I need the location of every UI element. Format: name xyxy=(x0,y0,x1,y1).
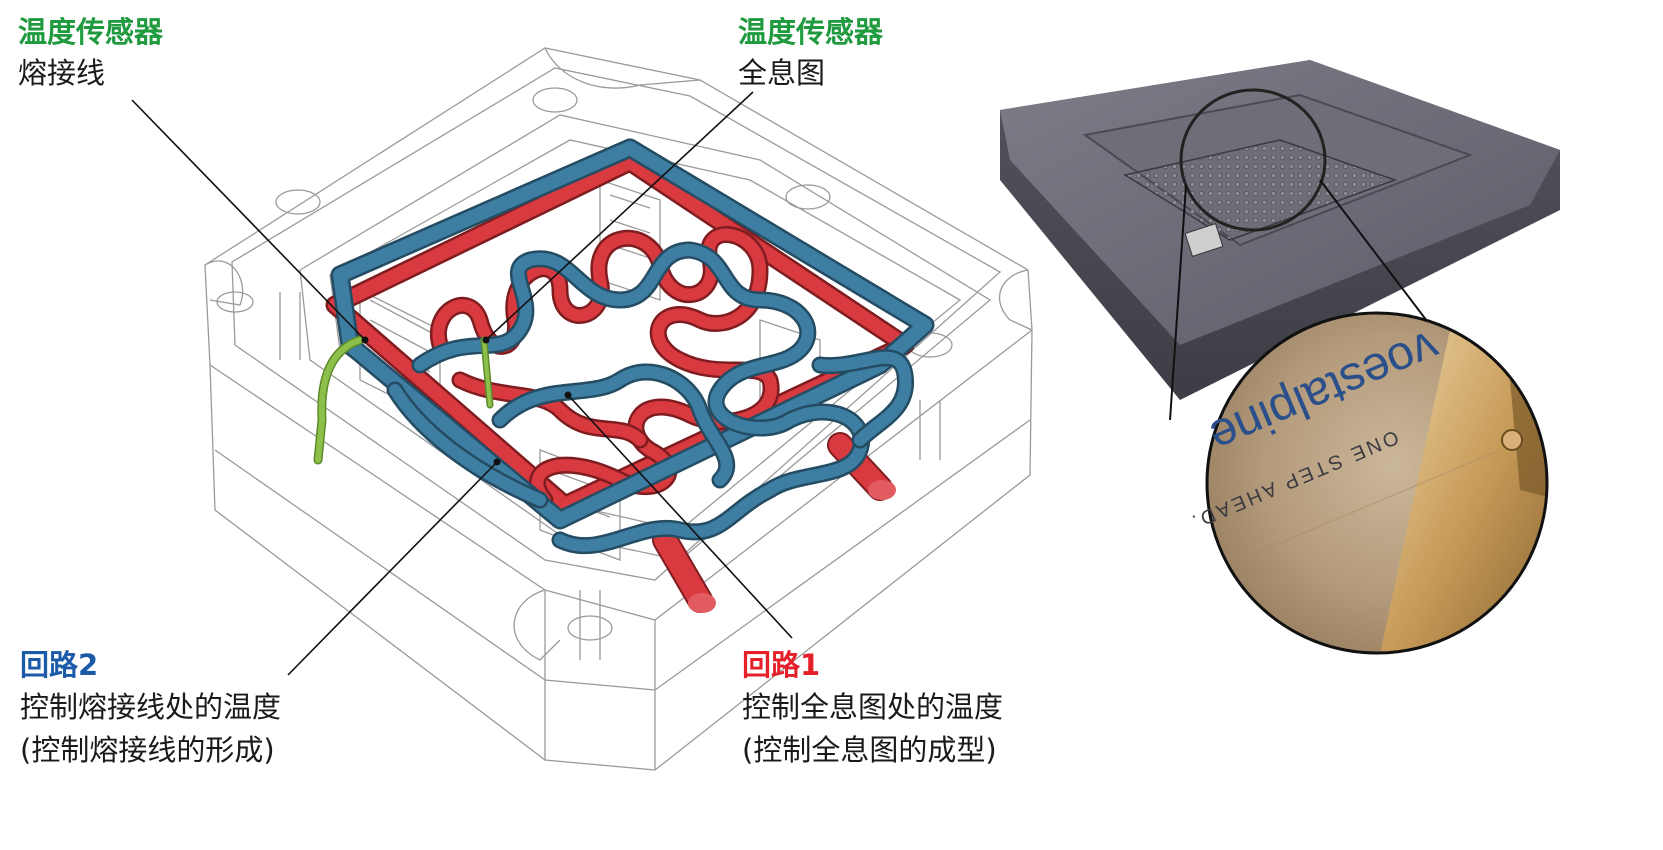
circuit2-description: 控制熔接线处的温度 xyxy=(20,690,282,724)
temperature-sensors xyxy=(313,335,494,465)
sensor-label-weldline-title: 温度传感器 xyxy=(18,15,164,49)
circuit1-description: 控制全息图处的温度 xyxy=(742,690,1004,724)
circuit1-title: 回路1 xyxy=(742,648,821,682)
leader-dots xyxy=(361,336,572,466)
sensor-label-hologram-title: 温度传感器 xyxy=(738,15,884,49)
leader-lines xyxy=(131,91,793,676)
sensor-label-hologram-sub: 全息图 xyxy=(738,56,826,90)
circuit1-note: (控制全息图的成型) xyxy=(742,733,997,767)
circuit2-title: 回路2 xyxy=(20,648,99,682)
mould-wireframe xyxy=(204,47,1033,771)
sensor-label-weldline-sub: 熔接线 xyxy=(18,56,106,90)
circuit2-note: (控制熔接线的形成) xyxy=(20,733,275,767)
moulded-part-photo: voestalpine ONE STEP AHEAD. xyxy=(1000,60,1560,655)
